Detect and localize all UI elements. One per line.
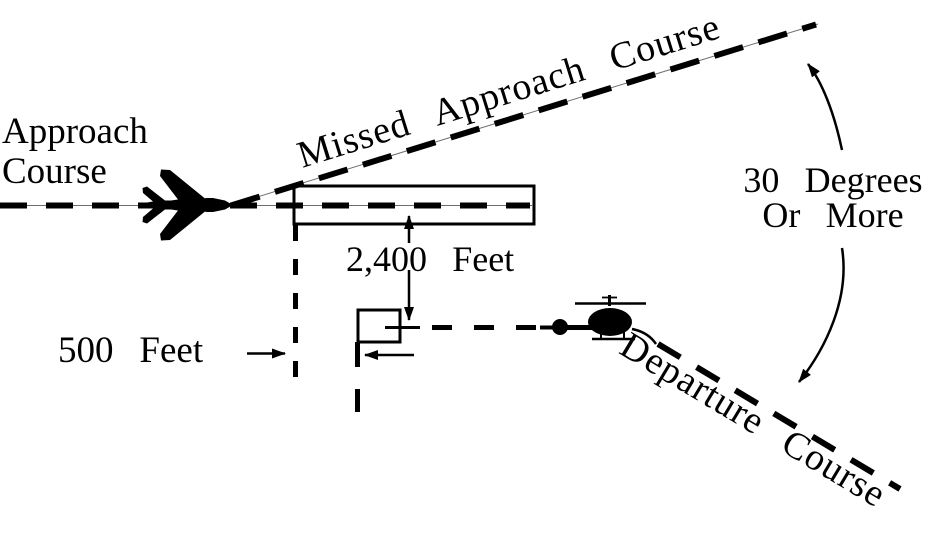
airplane-icon	[142, 169, 233, 241]
helicopter-icon	[552, 295, 658, 345]
departure-course-line	[656, 341, 902, 492]
angle-arrow-upper	[807, 63, 844, 151]
missed-approach-course-line	[230, 21, 817, 209]
distance-500-feet-label: 500 Feet	[58, 330, 204, 371]
approach-course-label: Approach Course	[2, 112, 148, 192]
angle-arrow-lower	[798, 247, 845, 383]
angle-note-line2: Or More	[762, 195, 904, 235]
angle-note-label: 30 Degrees Or More	[726, 160, 937, 235]
angle-note-line1: 30 Degrees	[743, 160, 923, 200]
approach-course-label-line1: Approach	[2, 111, 148, 152]
distance-2400-feet-label: 2,400 Feet	[346, 239, 515, 279]
approach-course-label-line2: Course	[2, 151, 107, 192]
